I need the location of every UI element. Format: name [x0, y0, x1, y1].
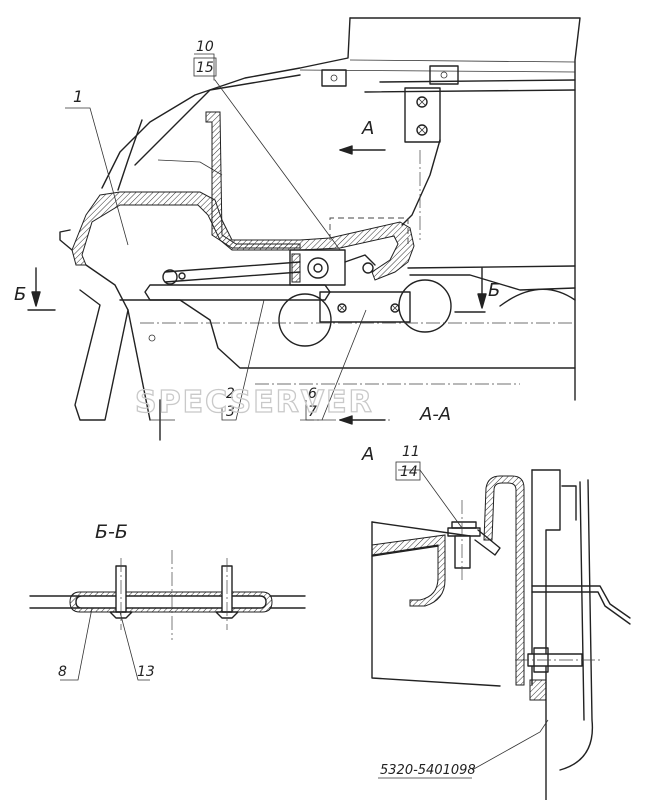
leaders-main — [65, 53, 367, 421]
callout-6: 6 — [308, 386, 317, 402]
section-aa-view — [371, 469, 631, 801]
view-title-section-aa: А-А — [419, 404, 451, 425]
section-mark-b-left: Б — [14, 284, 26, 305]
watermark: SPECSERVER — [135, 385, 374, 420]
view-title-section-bb: Б-Б — [95, 521, 128, 543]
callout-13: 13 — [137, 664, 155, 680]
callout-14: 14 — [400, 464, 418, 480]
callout-3: 3 — [226, 404, 235, 420]
callout-10: 10 — [196, 39, 214, 55]
callout-8: 8 — [58, 664, 67, 680]
main-view — [59, 17, 581, 441]
callout-14-frame — [395, 461, 421, 481]
callout-1: 1 — [73, 87, 83, 106]
callout-7: 7 — [308, 404, 317, 420]
section-markers — [27, 145, 487, 425]
part-number-label: 5320-5401098 — [380, 763, 476, 778]
callout-11: 11 — [402, 444, 420, 460]
section-mark-a-top: А — [361, 118, 374, 139]
section-bb-view — [29, 550, 306, 681]
section-mark-a-bottom: А — [361, 444, 374, 465]
callout-15: 15 — [196, 60, 214, 76]
section-mark-b-right: Б — [488, 280, 500, 301]
callout-2: 2 — [226, 386, 235, 402]
callout-15-frame — [193, 57, 217, 77]
